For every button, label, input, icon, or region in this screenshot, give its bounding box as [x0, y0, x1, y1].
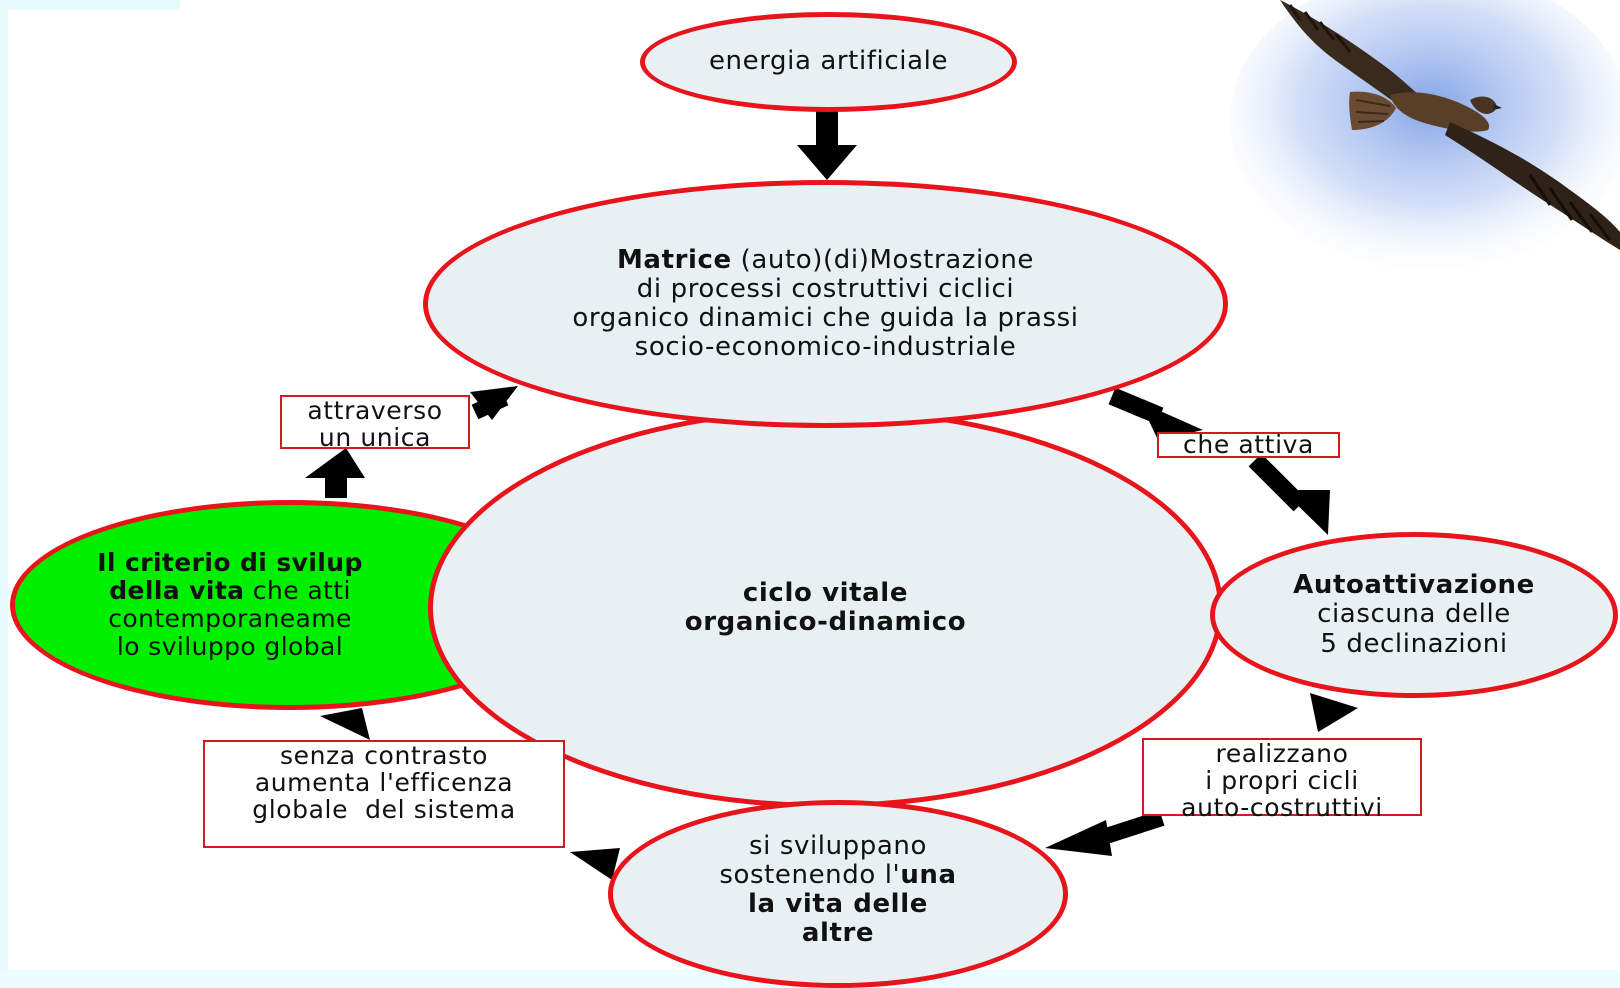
node-sviluppano: si sviluppano sostenendo l'una la vita d… — [608, 800, 1068, 988]
matrice-bold: Matrice — [616, 244, 732, 275]
energia-text: energia artificiale — [708, 46, 949, 77]
matrice-line1-rest: (auto)(di)Mostrazione — [731, 244, 1035, 275]
arrow-autoattivazione-to-realizzano — [1310, 693, 1358, 732]
sviluppano-line3: la vita delle — [748, 889, 928, 919]
sviluppano-line1: si sviluppano — [748, 830, 928, 861]
autoattivazione-line3: 5 declinazioni — [1320, 628, 1508, 659]
realizzano-line2: i propri cicli — [1205, 766, 1359, 795]
sviluppano-line2-plain: sostenendo l' — [719, 859, 901, 890]
node-energia-artificiale: energia artificiale — [640, 12, 1017, 112]
hawk-image — [1200, 0, 1620, 285]
sviluppano-line4: altre — [801, 918, 875, 949]
senza-line1: senza contrasto — [279, 741, 489, 770]
label-attraverso: attraverso un unica — [280, 395, 470, 452]
arrow-attraverso-to-matrice — [470, 386, 518, 420]
arrow-senza-to-criterio — [320, 708, 370, 740]
criterio-line1: Il criterio di svilup — [97, 548, 363, 577]
autoattivazione-line2: ciascuna delle — [1317, 599, 1511, 630]
ciclo-line1: ciclo vitale — [742, 577, 909, 608]
matrice-line2: di processi costruttivi ciclici — [636, 273, 1015, 304]
attraverso-line2: un unica — [318, 423, 432, 452]
arrow-energia-to-matrice — [797, 110, 857, 180]
senza-line2: aumenta l'efficenza — [254, 768, 514, 797]
matrice-line3: organico dinamici che guida la prassi — [572, 303, 1079, 333]
top-edge-strip — [0, 0, 180, 10]
label-che-attiva: che attiva — [1157, 432, 1340, 458]
criterio-line4: lo sviluppo global — [116, 632, 344, 661]
node-autoattivazione: Autoattivazione ciascuna delle 5 declina… — [1210, 532, 1618, 698]
label-senza-contrasto: senza contrasto aumenta l'efficenza glob… — [203, 740, 565, 848]
matrice-line4: socio-economico-industriale — [634, 332, 1017, 363]
senza-line3: globale del sistema — [252, 795, 516, 824]
criterio-line3: contemporaneame — [108, 604, 352, 633]
arrow-sviluppano-to-senza — [570, 848, 620, 880]
criterio-line2-bold: della vita — [109, 576, 245, 605]
label-realizzano: realizzano i propri cicli auto-costrutti… — [1142, 738, 1422, 821]
node-matrice: Matrice (auto)(di)Mostrazione di process… — [423, 180, 1228, 428]
autoattivazione-bold: Autoattivazione — [1293, 570, 1535, 601]
arrow-criterio-to-attraverso — [305, 448, 365, 498]
attraverso-line1: attraverso — [307, 396, 443, 425]
arrow-matrice-to-che-attiva — [1108, 387, 1203, 440]
arrow-realizzano-to-sviluppano — [1045, 810, 1165, 856]
realizzano-line3: auto-costruttivi — [1181, 793, 1383, 822]
criterio-line2-rest: che atti — [244, 576, 351, 605]
realizzano-line1: realizzano — [1215, 739, 1349, 768]
sviluppano-line2-bold: una — [900, 859, 957, 890]
ciclo-line2: organico-dinamico — [684, 607, 967, 637]
che-attiva-text: che attiva — [1183, 430, 1314, 459]
left-edge-strip — [0, 0, 8, 988]
arrow-che-attiva-to-autoattivazione — [1248, 453, 1330, 535]
